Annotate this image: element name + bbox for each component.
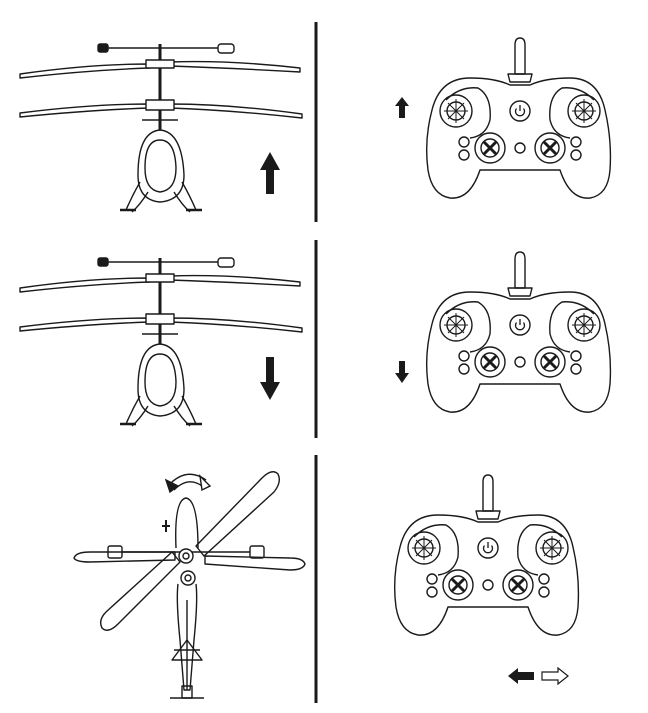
power-icon	[514, 318, 526, 331]
rotate-arrow-icon	[164, 473, 212, 494]
arrow-down-icon	[395, 361, 409, 383]
controller-descend	[425, 250, 612, 414]
power-icon	[514, 104, 526, 117]
helicopter-top-rotate	[73, 470, 306, 699]
controller-ascend	[425, 36, 612, 200]
arrow-up-icon	[395, 97, 409, 118]
arrow-up-icon	[260, 152, 280, 194]
controller-rotate	[393, 473, 580, 637]
power-icon	[482, 541, 494, 554]
helicopter-front-descend	[18, 256, 304, 428]
helicopter-front-ascend	[18, 42, 304, 214]
left-right-arrows-icon	[508, 666, 569, 686]
arrow-down-icon	[260, 357, 280, 400]
